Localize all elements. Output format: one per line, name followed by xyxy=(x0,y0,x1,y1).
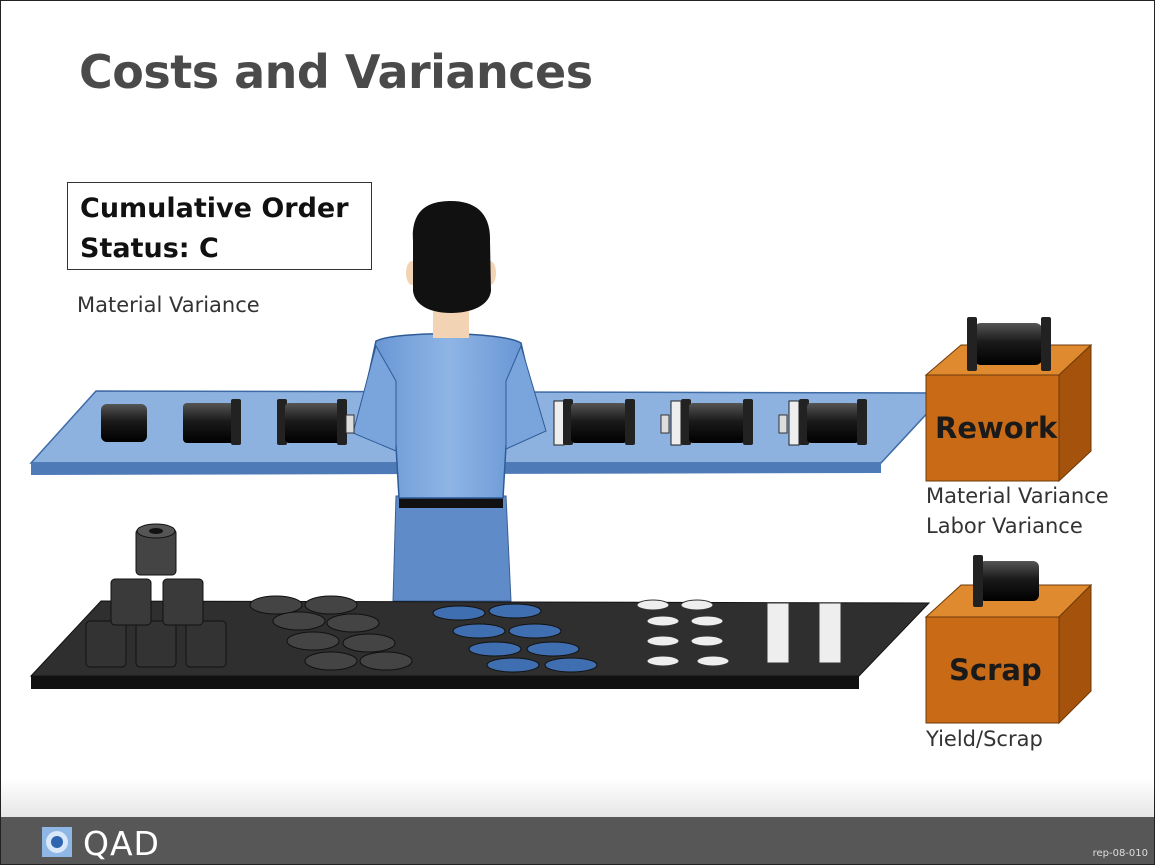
rework-labor-variance: Labor Variance xyxy=(926,514,1083,538)
scrap-box xyxy=(924,555,1093,725)
footer-bar xyxy=(1,817,1154,864)
footer-gradient xyxy=(1,779,1154,817)
slide-code: rep-08-010 xyxy=(1092,848,1148,859)
order-status-box: Cumulative Order Status: C xyxy=(67,182,372,270)
qad-logo-text: QAD xyxy=(83,824,160,863)
production-scene-illustration xyxy=(29,201,1093,725)
scrap-box-label: Scrap xyxy=(949,653,1042,687)
qad-logo-icon xyxy=(42,827,72,857)
disc-parts xyxy=(249,595,842,673)
yield-scrap-variance: Yield/Scrap xyxy=(926,727,1043,751)
slide-title: Costs and Variances xyxy=(79,45,593,99)
rework-box-label: Rework xyxy=(935,411,1058,445)
material-variance-label: Material Variance xyxy=(77,293,260,317)
rework-material-variance: Material Variance xyxy=(926,484,1109,508)
status-box-line1: Cumulative Order xyxy=(80,193,349,224)
rework-box xyxy=(924,317,1093,483)
conveyor-parts xyxy=(101,399,867,446)
raw-stock-pile xyxy=(85,523,227,668)
status-box-line2: Status: C xyxy=(80,233,219,264)
worker-figure xyxy=(352,201,547,602)
